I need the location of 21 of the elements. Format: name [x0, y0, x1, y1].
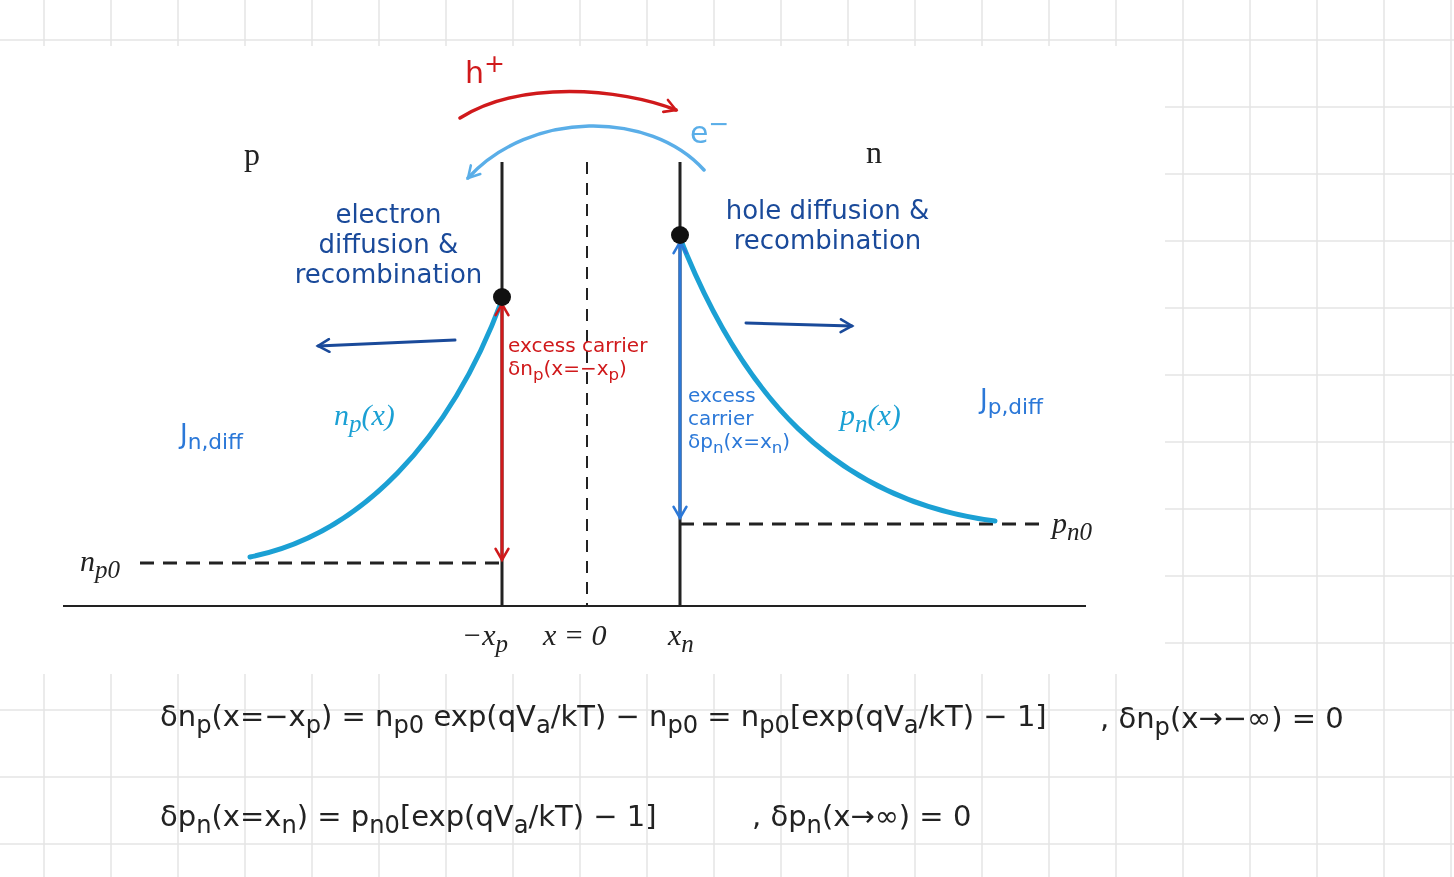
level-label: p$_{n0}$	[1052, 506, 1092, 547]
level-label: n$_{p0}$	[80, 544, 120, 585]
annotation-text: hole diffusion & recombination	[724, 196, 931, 256]
region-label: p	[244, 136, 260, 173]
equation: δp$_{n}$(x=x$_{n}$) = p$_{n0}$[exp(qV$_{a}$/kT) − 1]	[160, 800, 657, 840]
current-label: J$_{p,diff}$	[980, 385, 1043, 421]
equation: , δn$_{p}$(x→−∞) = 0	[1100, 702, 1344, 742]
annotation-text: excess carrier δp$_{n}$(x=x$_{n}$)	[688, 384, 792, 458]
tick-label: x = 0	[543, 618, 607, 653]
tick-label: −x$_{p}$	[462, 618, 509, 659]
carrier-label: h$^{+}$	[465, 50, 505, 91]
region-label: n	[866, 134, 882, 171]
annotation-text: excess carrier δn$_{p}$(x=−x$_{p}$)	[508, 334, 648, 385]
curve-label: p$_{n}$(x)	[840, 398, 901, 439]
curve-label: n$_{p}$(x)	[334, 398, 395, 439]
carrier-label: e$^{−}$	[690, 110, 730, 151]
current-label: J$_{n,diff}$	[180, 420, 243, 456]
equation: δn$_{p}$(x=−x$_{p}$) = n$_{p0}$ exp(qV$_{a}$/kT) − n$_{p0}$ = n$_{p0}$[exp(qV$_{a}$/kT) − 1]	[160, 700, 1047, 740]
equation: , δp$_{n}$(x→∞) = 0	[752, 800, 972, 840]
annotation-text: electron diffusion & recombination	[293, 200, 484, 290]
tick-label: x$_{n}$	[668, 618, 694, 659]
